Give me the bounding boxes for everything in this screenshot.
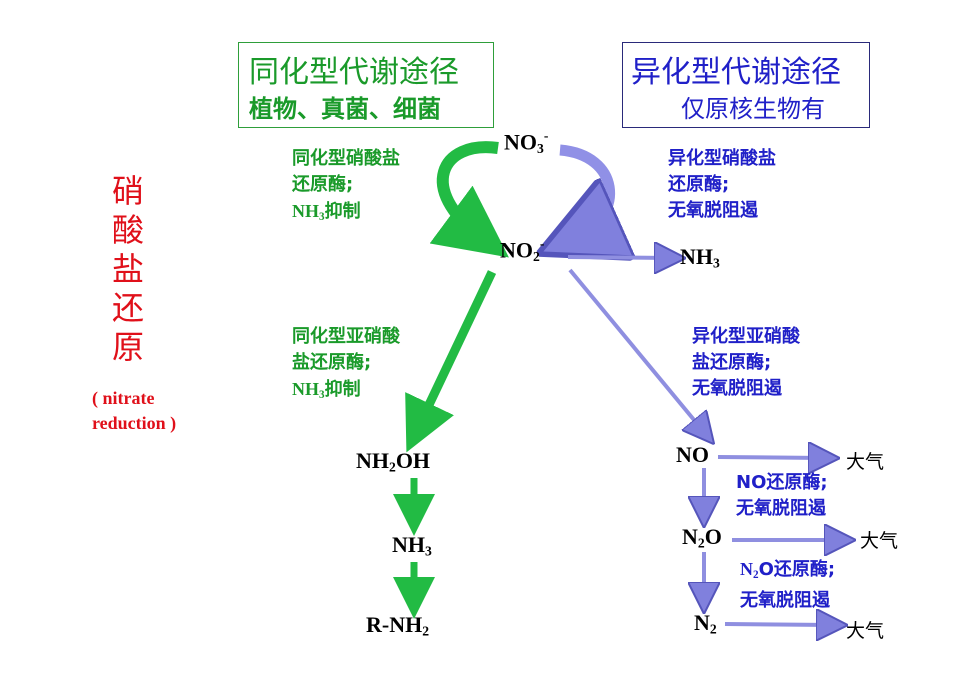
side-english-line2: reduction ) xyxy=(92,413,177,433)
node-atmosphere-2: 大气 xyxy=(860,530,899,552)
no2-to-nh2oh-arrow xyxy=(405,270,497,453)
assim-header-box: 同化型代谢途径 植物、真菌、细菌 xyxy=(238,42,494,128)
node-no3: NO3- xyxy=(504,128,549,156)
dissim-nitrate-reductase-label: 异化型硝酸盐 还原酶; 无氧脱阻遏 xyxy=(668,148,776,221)
assim-header-title: 同化型代谢途径 xyxy=(249,55,459,90)
node-no: NO xyxy=(676,442,709,467)
assim-header-sub: 植物、真菌、细菌 xyxy=(249,95,441,123)
dissim-nitrite-reductase-label: 异化型亚硝酸 盐还原酶; 无氧脱阻遏 xyxy=(692,326,800,399)
no-reductase-label: NO还原酶; 无氧脱阻遏 xyxy=(736,472,828,519)
side-title: 硝 酸 盐 还 原 xyxy=(112,172,144,367)
no2-to-no-arrow xyxy=(568,268,704,432)
node-nh2oh: NH2OH xyxy=(356,448,431,475)
assim-nitrite-reductase-label: 同化型亚硝酸 盐还原酶; NH3抑制 xyxy=(292,326,400,401)
side-english-line1: ( nitrate xyxy=(92,388,155,408)
node-atmosphere-3: 大气 xyxy=(846,620,885,642)
side-title-char: 硝 xyxy=(112,172,145,210)
dissim-header-title: 异化型代谢途径 xyxy=(631,55,841,90)
node-n2: N2 xyxy=(694,610,717,637)
no2-to-nh3-arrow xyxy=(567,257,670,258)
assim-no3-to-no2-arrow xyxy=(429,141,509,258)
side-title-char: 还 xyxy=(112,289,145,327)
node-no2: NO2- xyxy=(500,236,545,264)
node-rnh2: R-NH2 xyxy=(366,612,430,639)
side-title-char: 盐 xyxy=(112,250,145,288)
node-atmosphere-1: 大气 xyxy=(846,451,885,473)
node-n2o: N2O xyxy=(682,524,722,551)
dissim-header-sub: 仅原核生物有 xyxy=(681,95,825,123)
assim-nitrate-reductase-label: 同化型硝酸盐 还原酶; NH3抑制 xyxy=(292,148,400,223)
node-nh3-left: NH3 xyxy=(392,532,432,559)
side-title-char: 原 xyxy=(112,328,145,366)
dissim-no3-to-no2-arrow xyxy=(560,144,610,236)
n2o-reductase-label: N2O还原酶; 无氧脱阻遏 xyxy=(740,559,836,611)
n2-to-atm-arrow xyxy=(724,624,832,625)
dissim-header-box: 异化型代谢途径 仅原核生物有 xyxy=(622,42,870,128)
node-nh3-right: NH3 xyxy=(680,244,720,271)
side-title-char: 酸 xyxy=(112,211,145,249)
no-to-atm-arrow xyxy=(717,457,824,458)
